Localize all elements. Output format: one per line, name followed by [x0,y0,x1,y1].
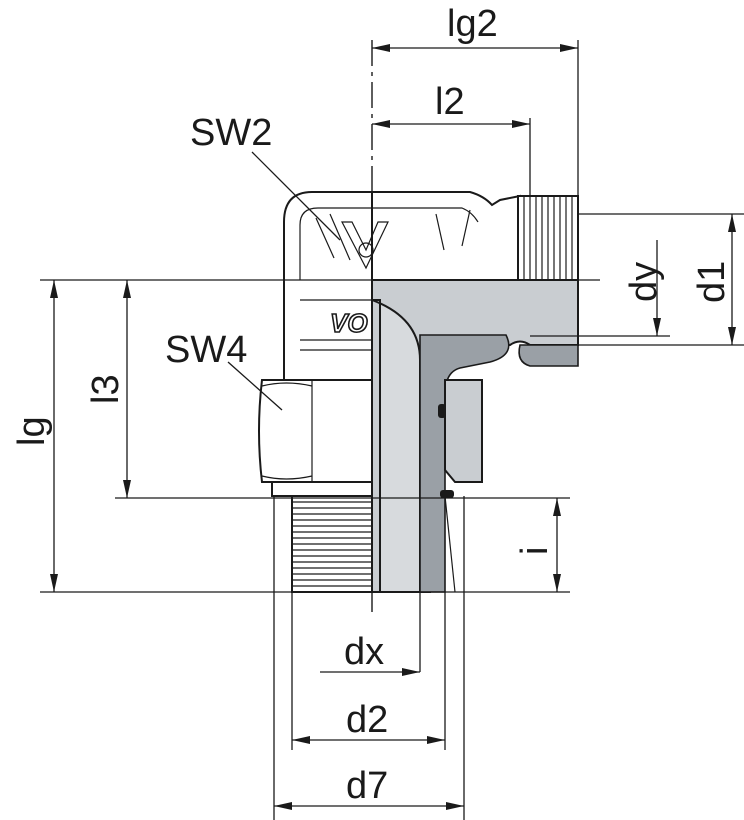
dimension-dy [653,240,661,336]
label-i: i [514,547,556,555]
logo-text: VO [330,308,368,338]
label-sw4: SW4 [165,329,247,371]
dimension-d1 [728,214,736,345]
label-dy: dy [623,262,665,302]
thread-lines-right [523,196,573,280]
thread-lines-lower [292,501,372,587]
label-sw2: SW2 [190,112,272,154]
label-d1: d1 [691,261,733,303]
dimension-d7 [274,802,464,810]
label-lg: lg [11,416,53,446]
hex-nut-sw4 [258,379,373,497]
dimension-l3 [123,280,131,498]
label-d2: d2 [346,699,388,741]
label-lg2: lg2 [447,3,498,45]
dimension-i [553,498,561,592]
right-thread [517,195,579,281]
extension-lines [40,40,744,820]
dimension-dx [320,668,420,676]
section-view [371,279,579,593]
leader-sw4 [227,361,283,411]
label-dx: dx [344,631,384,673]
label-l2: l2 [435,81,465,123]
leader-sw2 [251,151,341,241]
dimension-l2 [372,120,530,128]
dimension-d2 [292,736,445,744]
lower-thread [291,495,373,593]
label-d7: d7 [346,765,388,807]
dimension-lg2 [372,44,578,52]
label-l3: l3 [85,374,127,404]
vo-logo: VO [329,221,389,339]
dimension-lg [50,280,58,592]
